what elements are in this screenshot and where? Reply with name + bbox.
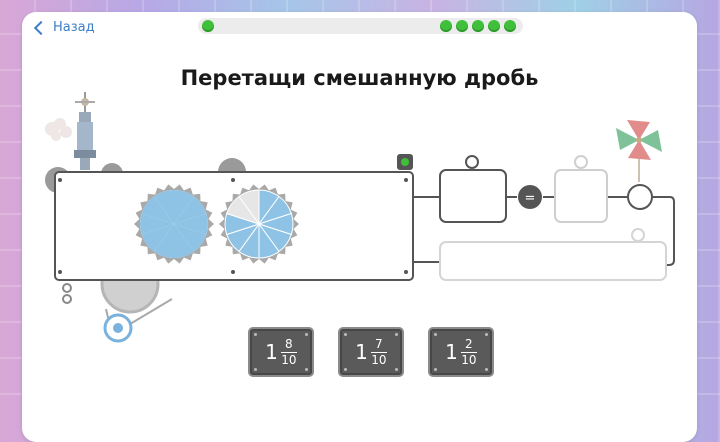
gear-segment	[174, 224, 194, 258]
gear-segment	[154, 190, 174, 224]
gear-segment	[174, 190, 194, 224]
pipes	[413, 196, 675, 266]
back-label: Назад	[53, 20, 95, 35]
svg-text:=: =	[525, 191, 536, 206]
gear-segment	[140, 213, 174, 235]
steam-icon	[45, 118, 72, 141]
back-button[interactable]: Назад	[33, 20, 95, 36]
option-fraction: 8 10	[280, 336, 297, 367]
option-whole: 1	[445, 340, 458, 364]
result-slot	[554, 155, 608, 223]
gear-segment	[174, 196, 207, 224]
fraction-bar	[370, 351, 387, 353]
fraction-machine: =	[45, 92, 675, 343]
option-numerator: 2	[465, 336, 473, 351]
gear-segment	[174, 224, 207, 252]
gear-segment	[141, 196, 174, 224]
progress-dot	[504, 20, 516, 32]
answer-options: 1 8 10 1 7 10 1 2 10	[248, 327, 494, 377]
gear-segment	[141, 224, 174, 252]
windmill-icon	[616, 120, 662, 182]
option-whole: 1	[355, 340, 368, 364]
option-numerator: 8	[285, 336, 293, 351]
progress-dot	[472, 20, 484, 32]
progress-dot	[456, 20, 468, 32]
option-numerator: 7	[375, 336, 383, 351]
output-slot	[439, 228, 667, 281]
option-denominator: 10	[371, 352, 387, 367]
gear-segment	[154, 224, 174, 258]
progress-bar	[198, 18, 523, 34]
gear-segment	[174, 213, 208, 235]
option-tile[interactable]: 1 8 10	[248, 327, 314, 377]
task-card: Назад Перетащи смешанную дробь	[22, 12, 697, 442]
page-title: Перетащи смешанную дробь	[180, 66, 539, 90]
progress-dot	[440, 20, 452, 32]
fraction-gear-right	[219, 184, 299, 264]
progress-dot	[202, 20, 214, 32]
option-denominator: 10	[461, 352, 477, 367]
fraction-bar	[280, 351, 297, 353]
equals-sign: =	[518, 185, 542, 209]
chain-hook-icon	[62, 283, 72, 304]
option-denominator: 10	[281, 352, 297, 367]
answer-drop-slot[interactable]	[439, 155, 507, 223]
gear-segment	[238, 189, 260, 226]
status-light-icon	[401, 158, 409, 166]
option-tile[interactable]: 1 7 10	[338, 327, 404, 377]
option-tile[interactable]: 1 2 10	[428, 327, 494, 377]
fraction-gear-left	[134, 184, 214, 264]
junction-node	[627, 184, 653, 210]
panel-screws	[58, 178, 408, 274]
option-fraction: 2 10	[460, 336, 477, 367]
option-fraction: 7 10	[370, 336, 387, 367]
piston-tower	[74, 92, 96, 170]
fraction-bar	[460, 351, 477, 353]
progress-dot	[488, 20, 500, 32]
option-whole: 1	[265, 340, 278, 364]
